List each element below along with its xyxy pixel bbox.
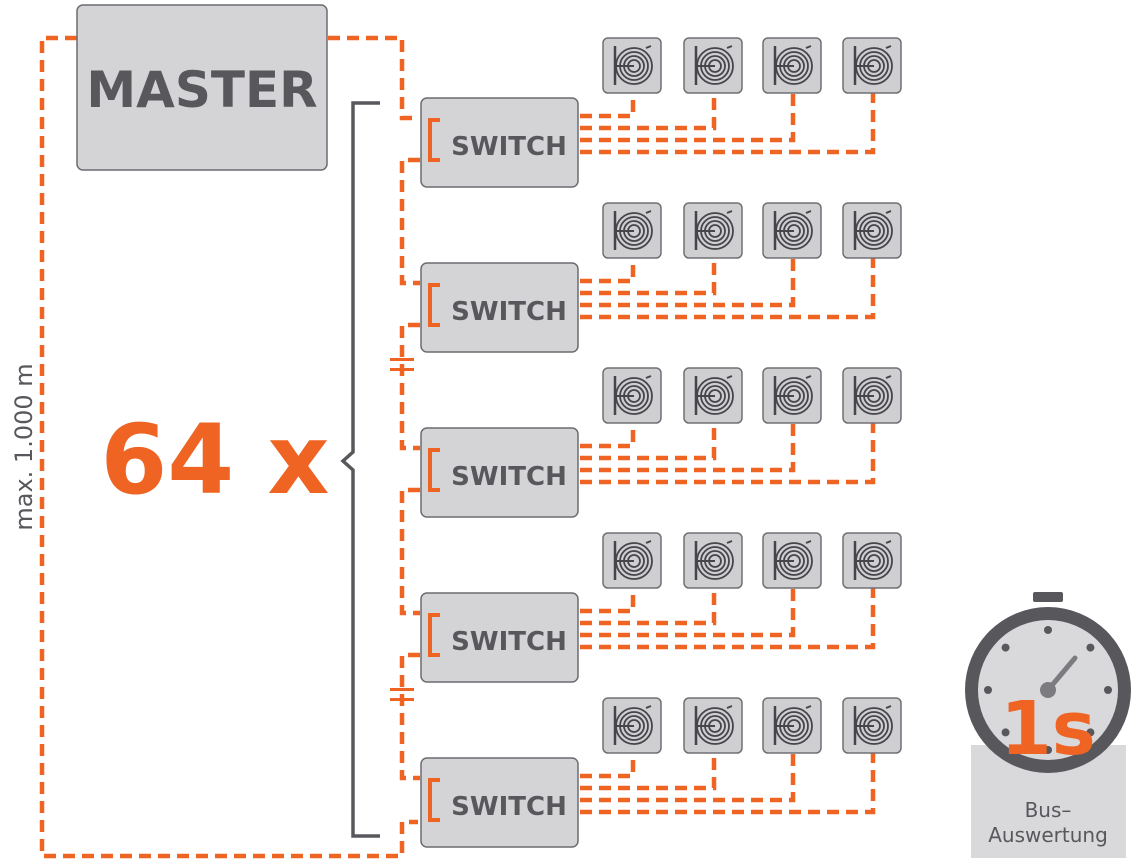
hose-wire xyxy=(580,753,796,803)
tick-mark xyxy=(1044,626,1052,634)
master-unit: MASTER xyxy=(76,4,328,171)
switch-box xyxy=(420,262,579,353)
switch-port-bracket xyxy=(428,778,440,822)
switch-label: SWITCH xyxy=(451,792,567,822)
hose-reel-icon xyxy=(683,367,743,424)
hose-wire xyxy=(580,753,717,791)
hose-wire xyxy=(580,93,636,119)
switch-box xyxy=(420,757,579,848)
group-brace xyxy=(340,101,380,838)
hose-wire xyxy=(580,93,717,131)
tick-mark xyxy=(1086,728,1095,737)
switch-port-bracket xyxy=(428,283,440,327)
bus-link xyxy=(399,322,420,451)
stopwatch-ticks xyxy=(984,626,1112,754)
switch-box xyxy=(420,592,579,683)
switch-row: SWITCH xyxy=(390,532,902,781)
hose-reel-icon xyxy=(602,37,662,94)
bus-link xyxy=(399,487,420,616)
hose-wire xyxy=(580,423,796,473)
hose-wire xyxy=(580,423,717,461)
hose-wire xyxy=(580,588,876,650)
hose-reel-icon xyxy=(602,202,662,259)
tick-mark xyxy=(1001,728,1010,737)
hose-reel-icon xyxy=(762,202,822,259)
switch-label: SWITCH xyxy=(451,462,567,492)
hose-wire xyxy=(580,753,636,779)
switch-port-bracket xyxy=(428,118,440,162)
switch-label: SWITCH xyxy=(451,132,567,162)
hose-wire xyxy=(580,93,796,143)
hose-wire xyxy=(580,588,796,638)
timer-caption-line1: Bus– xyxy=(1025,798,1072,822)
switch-port-bracket xyxy=(428,448,440,492)
hose-wire xyxy=(580,258,636,284)
hose-reel-icon xyxy=(842,367,902,424)
tick-mark xyxy=(1001,643,1010,652)
switch-label: SWITCH xyxy=(451,297,567,327)
tick-mark xyxy=(1104,686,1112,694)
hose-wire xyxy=(580,258,876,320)
hose-wire xyxy=(580,588,636,614)
hose-wire xyxy=(580,423,876,485)
timer-caption-line2: Auswertung xyxy=(988,823,1108,847)
hose-reel-icon xyxy=(842,37,902,94)
hose-wire xyxy=(580,93,876,155)
hose-reel-icon xyxy=(602,532,662,589)
master-bus-loop xyxy=(39,35,418,859)
line-break-mark xyxy=(390,688,414,701)
master-to-first-switch xyxy=(328,35,418,121)
master-label: MASTER xyxy=(86,61,317,119)
stopwatch-hub xyxy=(1040,682,1056,698)
hose-wire xyxy=(580,258,796,308)
switch-box xyxy=(420,427,579,518)
hose-reel-icon xyxy=(683,202,743,259)
stopwatch: 1s Bus– Auswertung xyxy=(965,592,1131,858)
tick-mark xyxy=(1086,643,1095,652)
hose-reel-icon xyxy=(683,532,743,589)
hose-wire xyxy=(580,258,717,296)
tick-mark xyxy=(984,686,992,694)
tick-mark xyxy=(1044,746,1052,754)
switch-box xyxy=(420,97,579,188)
hose-wire xyxy=(580,423,636,449)
distance-label: max. 1.000 m xyxy=(10,363,38,530)
hose-reel-icon xyxy=(762,367,822,424)
switch-label: SWITCH xyxy=(451,627,567,657)
line-break-mark xyxy=(390,358,414,371)
bus-link xyxy=(399,652,420,781)
switch-row: SWITCH xyxy=(390,202,902,451)
switch-row: SWITCH xyxy=(399,367,902,616)
master-box xyxy=(76,4,328,171)
hose-wire xyxy=(580,753,876,815)
hose-wire xyxy=(580,588,717,626)
hose-reel-icon xyxy=(842,202,902,259)
hose-reel-icon xyxy=(842,532,902,589)
stopwatch-crown xyxy=(1033,592,1063,602)
hose-reel-icon xyxy=(842,697,902,754)
switch-row: SWITCH xyxy=(420,697,902,848)
hose-reel-icon xyxy=(602,697,662,754)
hose-reel-icon xyxy=(762,532,822,589)
hose-reel-icon xyxy=(683,697,743,754)
switch-rows: SWITCH SWITCH SWITCH SWITCH SWITCH xyxy=(390,37,902,848)
bus-link xyxy=(399,157,420,286)
hose-reel-icon xyxy=(762,37,822,94)
hose-reel-icon xyxy=(762,697,822,754)
hose-reel-icon xyxy=(602,367,662,424)
hose-reel-icon xyxy=(683,37,743,94)
switch-row: SWITCH xyxy=(399,37,902,286)
timer-value: 1s xyxy=(1000,686,1096,772)
switch-port-bracket xyxy=(428,613,440,657)
switch-count-label: 64 x xyxy=(101,404,330,516)
